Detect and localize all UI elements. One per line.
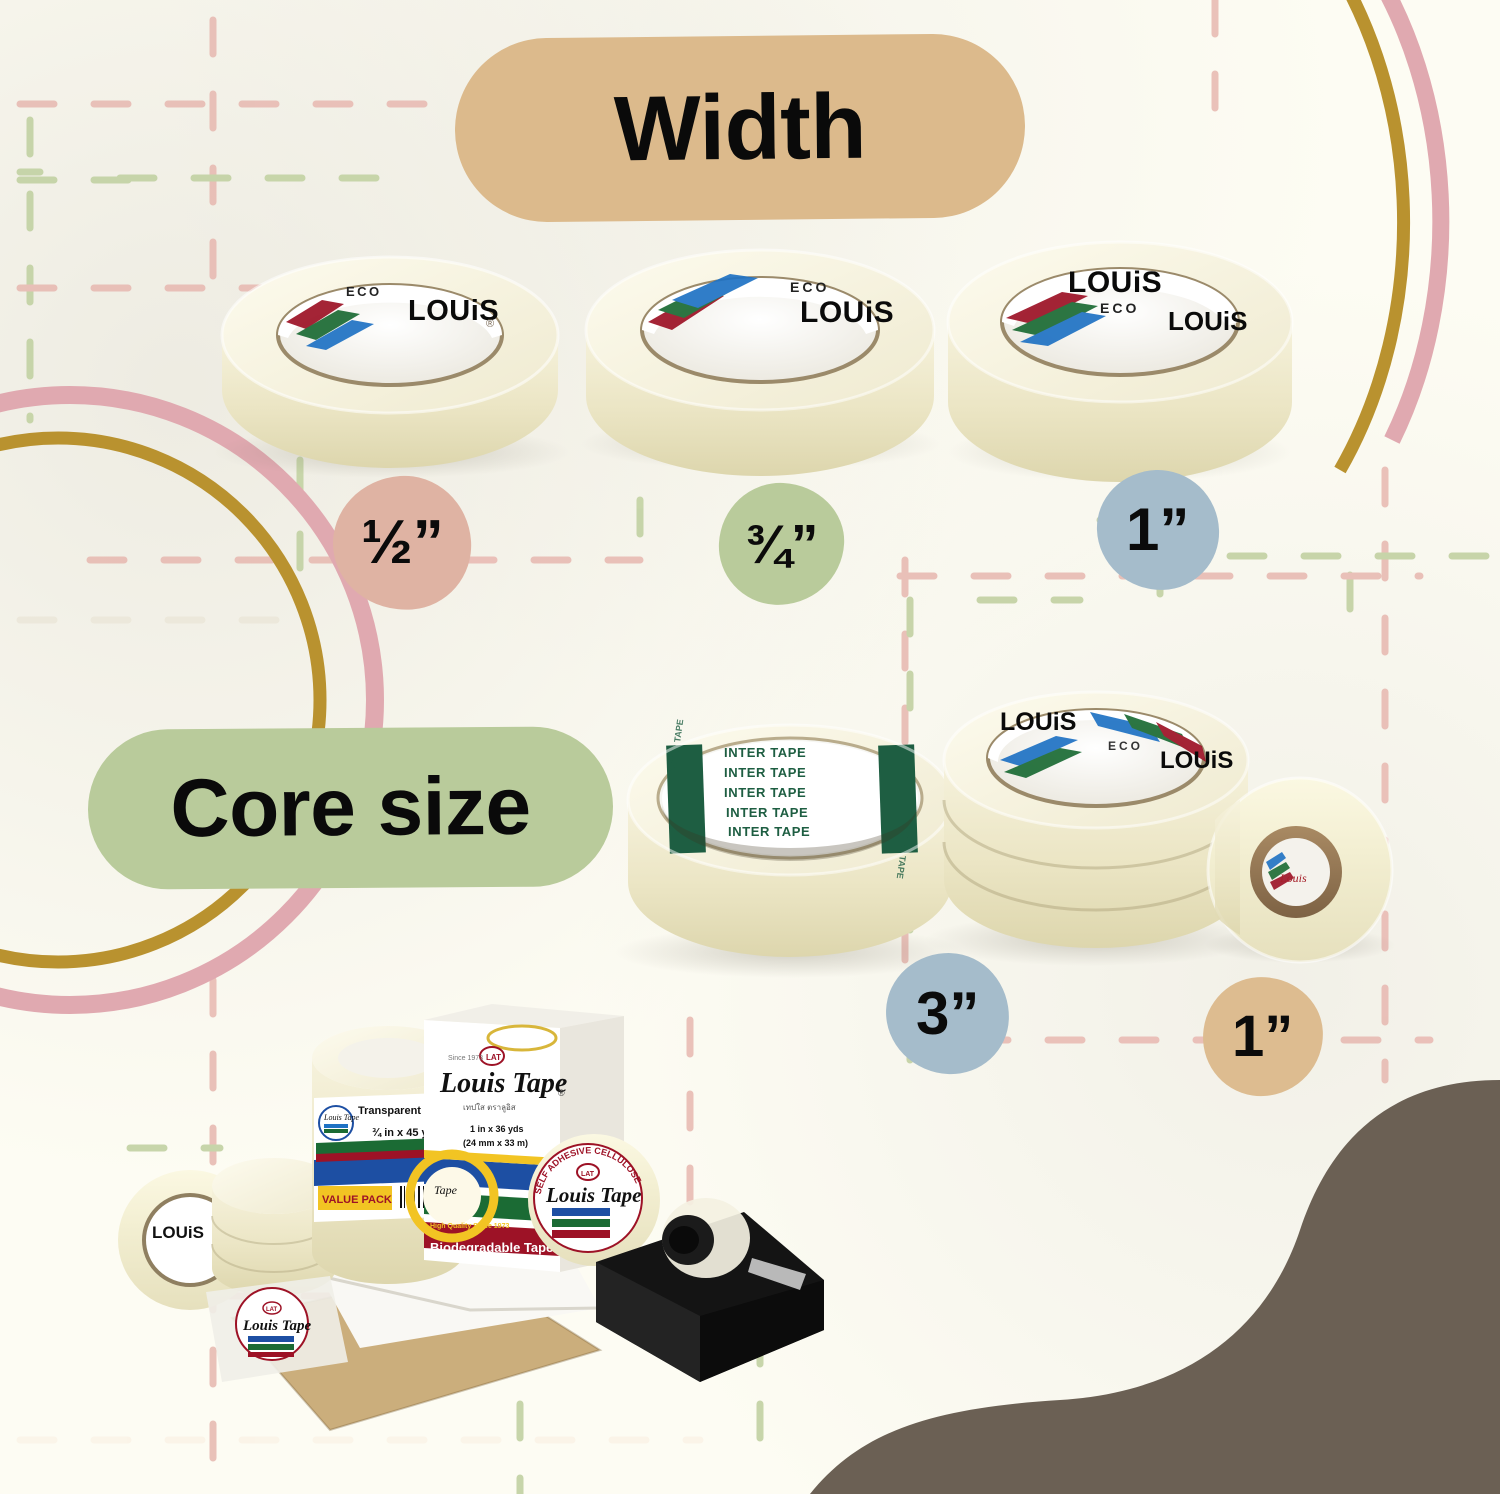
section-title-core-size: Core size <box>87 726 614 890</box>
section-title-width: Width <box>454 33 1026 223</box>
size-badge-one-inch-width-label: 1” <box>1126 496 1190 563</box>
size-badge-three-quarter-inch-label: ¾” <box>744 512 819 575</box>
size-badge-half-inch-label: ½” <box>360 508 444 577</box>
size-badge-three-inch-core-label: 3” <box>915 979 980 1047</box>
size-badge-one-inch-core-label: 1” <box>1232 1003 1294 1069</box>
